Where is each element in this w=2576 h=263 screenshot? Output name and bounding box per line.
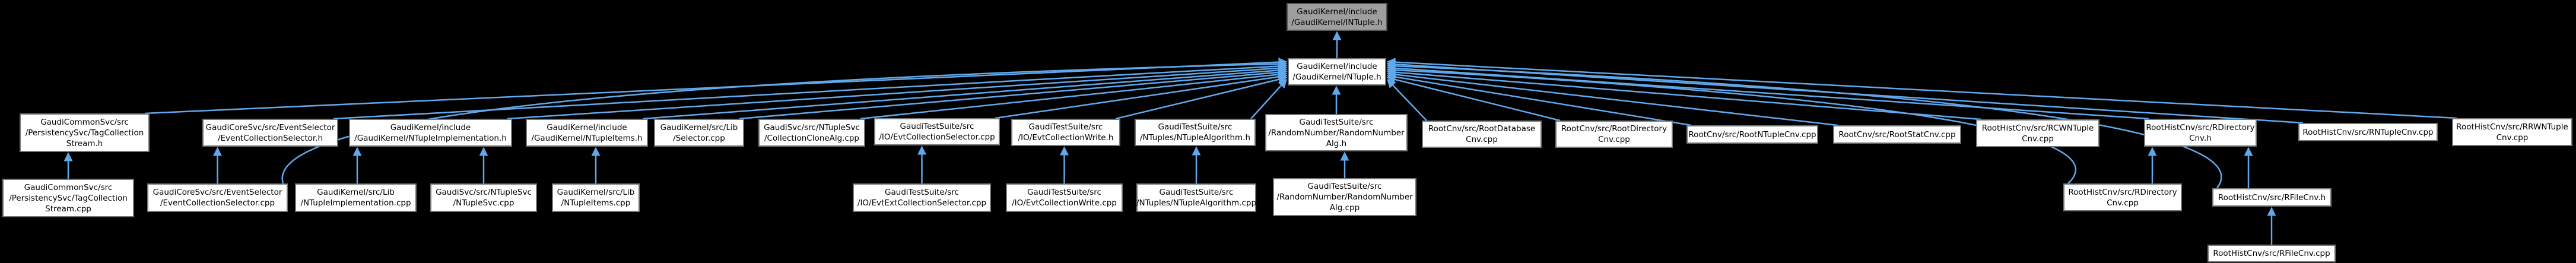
- node-rcwntuplecnv_cpp[interactable]: RootHistCnv/src/RCWNTuple Cnv.cpp: [1976, 119, 2099, 147]
- edge-rrwntuplecnv_cpp-to-ntuple_h: [1386, 58, 2457, 119]
- node-eventcollectionselector_h[interactable]: GaudiCoreSvc/src/EventSelector /EventCol…: [202, 119, 338, 147]
- node-rootdatabasecnv_cpp[interactable]: RootCnv/src/RootDatabase Cnv.cpp: [1422, 121, 1542, 148]
- node-ntuplealgorithm_cpp[interactable]: GaudiTestSuite/src /NTuples/NTupleAlgori…: [1136, 183, 1256, 212]
- edge-selector_cpp-to-ntuple_h: [739, 68, 1288, 120]
- edge-tagcollectionstream_h-to-ntuple_h: [144, 58, 1288, 115]
- node-evtextcollectionselector_cpp[interactable]: GaudiTestSuite/src /IO/EvtExtCollectionS…: [853, 183, 991, 212]
- edge-rdirectorycnv_cpp-to-ntuple_h: [1386, 65, 2076, 184]
- node-eventcollectionselector_cpp[interactable]: GaudiCoreSvc/src/EventSelector /EventCol…: [147, 183, 288, 212]
- node-ntuplesvc_cpp[interactable]: GaudiSvc/src/NTupleSvc /NTupleSvc.cpp: [430, 183, 537, 212]
- node-rfilecnv_h[interactable]: RootHistCnv/src/RFileCnv.h: [2212, 188, 2332, 207]
- node-rrwntuplecnv_cpp[interactable]: RootHistCnv/src/RRWNTuple Cnv.cpp: [2452, 118, 2572, 146]
- node-intuple_h: GaudiKernel/include /GaudiKernel/INTuple…: [1287, 3, 1387, 31]
- edge-ntupleimplementation_h-to-ntuple_h: [507, 64, 1288, 120]
- node-rootstatcnv_cpp[interactable]: RootCnv/src/RootStatCnv.cpp: [1833, 125, 1961, 144]
- edge-rdirectorycnv_h-to-ntuple_h: [1386, 64, 2149, 120]
- edge-rcwntuplecnv_cpp-to-ntuple_h: [1386, 68, 1981, 121]
- node-ntupleitems_h[interactable]: GaudiKernel/include /GaudiKernel/NTupleI…: [526, 119, 648, 147]
- node-rfilecnv_cpp[interactable]: RootHistCnv/src/RFileCnv.cpp: [2207, 245, 2336, 262]
- edge-rootstatcnv_cpp-to-ntuple_h: [1386, 70, 1838, 126]
- edge-rootdatabasecnv_cpp-to-ntuple_h: [1386, 78, 1427, 121]
- node-rdirectorycnv_h[interactable]: RootHistCnv/src/RDirectory Cnv.h: [2144, 119, 2257, 147]
- node-randomnumberalg_h[interactable]: GaudiTestSuite/src /RandomNumber/RandomN…: [1265, 114, 1408, 151]
- node-collectionclonealg_cpp[interactable]: GaudiSvc/src/NTupleSvc /CollectionCloneA…: [758, 119, 865, 147]
- node-randomnumberalg_cpp[interactable]: GaudiTestSuite/src /RandomNumber/RandomN…: [1273, 178, 1416, 216]
- edge-ntuplealgorithm_h-to-ntuple_h: [1250, 78, 1288, 119]
- node-rootdirectorycnv_cpp[interactable]: RootCnv/src/RootDirectory Cnv.cpp: [1555, 121, 1673, 148]
- node-selector_cpp[interactable]: GaudiKernel/src/Lib /Selector.cpp: [654, 119, 744, 147]
- edge-ntupleitems_h-to-ntuple_h: [643, 65, 1288, 120]
- node-ntupleitems_cpp[interactable]: GaudiKernel/src/Lib /NTupleItems.cpp: [552, 183, 640, 212]
- node-rdirectorycnv_cpp[interactable]: RootHistCnv/src/RDirectory Cnv.cpp: [2063, 183, 2182, 211]
- node-evtcollectionwrite_h[interactable]: GaudiTestSuite/src /IO/EvtCollectionWrit…: [1011, 119, 1120, 146]
- node-tagcollectionstream_h[interactable]: GaudiCommonSvc/src /PersistencySvc/TagCo…: [20, 113, 150, 152]
- node-ntuple_h[interactable]: GaudiKernel/include /GaudiKernel/NTuple.…: [1288, 58, 1386, 85]
- node-ntupleimplementation_cpp[interactable]: GaudiKernel/src/Lib /NTupleImplementatio…: [295, 183, 417, 212]
- node-evtcollectionselector_cpp[interactable]: GaudiTestSuite/src /IO/EvtCollectionSele…: [874, 118, 1000, 145]
- edge-rootntuplecnv_cpp-to-ntuple_h: [1386, 72, 1692, 126]
- node-evtcollectionwrite_cpp[interactable]: GaudiTestSuite/src /IO/EvtCollectionWrit…: [1006, 183, 1123, 212]
- node-ntupleimplementation_h[interactable]: GaudiKernel/include /GaudiKernel/NTupleI…: [349, 119, 512, 147]
- edge-evtcollectionwrite_h-to-ntuple_h: [1115, 75, 1288, 120]
- node-ntuplealgorithm_h[interactable]: GaudiTestSuite/src /NTuples/NTupleAlgori…: [1135, 119, 1256, 146]
- node-rntuplecnv_cpp[interactable]: RootHistCnv/src/RNTupleCnv.cpp: [2298, 123, 2438, 141]
- edge-rootdirectorycnv_cpp-to-ntuple_h: [1386, 75, 1561, 122]
- node-tagcollectionstream_cpp[interactable]: GaudiCommonSvc/src /PersistencySvc/TagCo…: [2, 179, 134, 217]
- node-rootntuplecnv_cpp[interactable]: RootCnv/src/RootNTupleCnv.cpp: [1686, 125, 1818, 144]
- edge-evtcollectionselector_cpp-to-ntuple_h: [995, 72, 1288, 119]
- edge-eventcollectionselector_cpp-to-ntuple_h: [281, 59, 1288, 184]
- edge-collectionclonealg_cpp-to-ntuple_h: [860, 69, 1288, 120]
- edge-rfilecnv_h-to-ntuple_h: [1386, 61, 2222, 189]
